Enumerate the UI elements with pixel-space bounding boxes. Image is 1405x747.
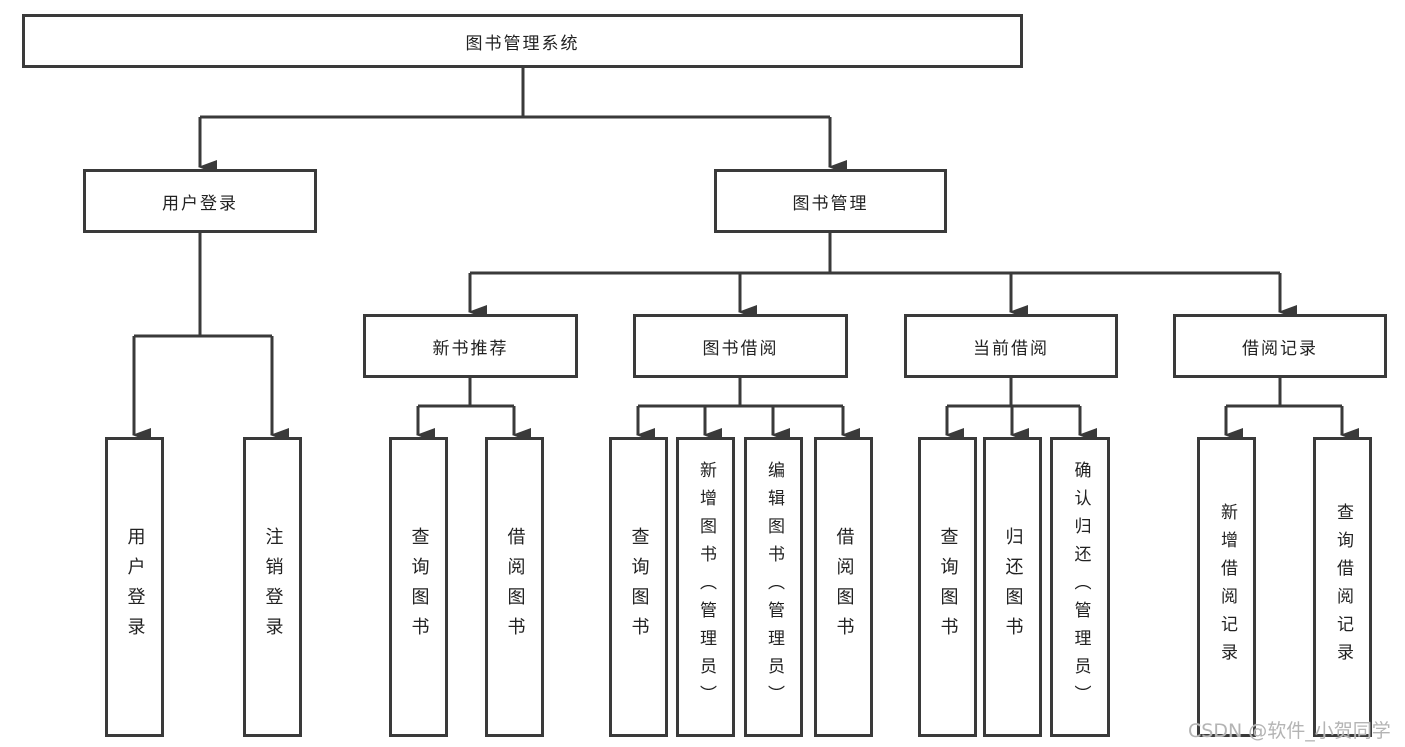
node-book-borrowing: 图书借阅 [633, 314, 848, 378]
node-label: 归还图书 [1002, 527, 1024, 647]
node-label: 图书管理 [792, 193, 869, 214]
node-library-management-system: 图书管理系统 [22, 14, 1023, 68]
node-user-login-group: 用户登录 [83, 169, 317, 233]
node-book-management: 图书管理 [714, 169, 947, 233]
leaf-query-borrow-record: 查询借阅记录 [1313, 437, 1372, 737]
node-label: 确认归还（管理员） [1070, 461, 1091, 713]
node-label: 用户登录 [124, 527, 146, 647]
node-label: 图书管理系统 [465, 33, 580, 54]
node-label: 编辑图书（管理员） [764, 461, 784, 713]
leaf-borrow-books-recommend: 借阅图书 [485, 437, 544, 737]
node-label: 借阅图书 [833, 527, 855, 647]
node-label: 新增借阅记录 [1217, 503, 1237, 671]
leaf-borrow-books: 借阅图书 [814, 437, 873, 737]
leaf-logout: 注销登录 [243, 437, 302, 737]
leaf-user-login: 用户登录 [105, 437, 164, 737]
node-label: 注销登录 [262, 527, 284, 647]
node-borrowing-records: 借阅记录 [1173, 314, 1387, 378]
node-label: 借阅图书 [504, 527, 526, 647]
csdn-watermark: CSDN @软件_小贺同学 [1188, 720, 1391, 742]
node-label: 新书推荐 [432, 338, 509, 359]
leaf-add-books-admin: 新增图书（管理员） [676, 437, 735, 737]
node-label: 当前借阅 [973, 338, 1049, 359]
node-label: 新增图书（管理员） [696, 461, 716, 713]
node-label: 用户登录 [162, 193, 238, 214]
leaf-confirm-return-admin: 确认归还（管理员） [1050, 437, 1110, 737]
node-label: 查询借阅记录 [1333, 503, 1353, 671]
leaf-query-books-recommend: 查询图书 [389, 437, 448, 737]
leaf-query-books-current: 查询图书 [918, 437, 977, 737]
leaf-return-books: 归还图书 [983, 437, 1042, 737]
node-label: 查询图书 [408, 527, 430, 647]
node-label: 查询图书 [628, 527, 650, 647]
leaf-add-borrow-record: 新增借阅记录 [1197, 437, 1256, 737]
node-label: 借阅记录 [1242, 338, 1318, 359]
node-label: 查询图书 [937, 527, 959, 647]
leaf-edit-books-admin: 编辑图书（管理员） [744, 437, 803, 737]
leaf-query-books-borrowing: 查询图书 [609, 437, 668, 737]
node-new-book-recommendation: 新书推荐 [363, 314, 578, 378]
node-label: 图书借阅 [702, 338, 779, 359]
node-current-borrowing: 当前借阅 [904, 314, 1118, 378]
